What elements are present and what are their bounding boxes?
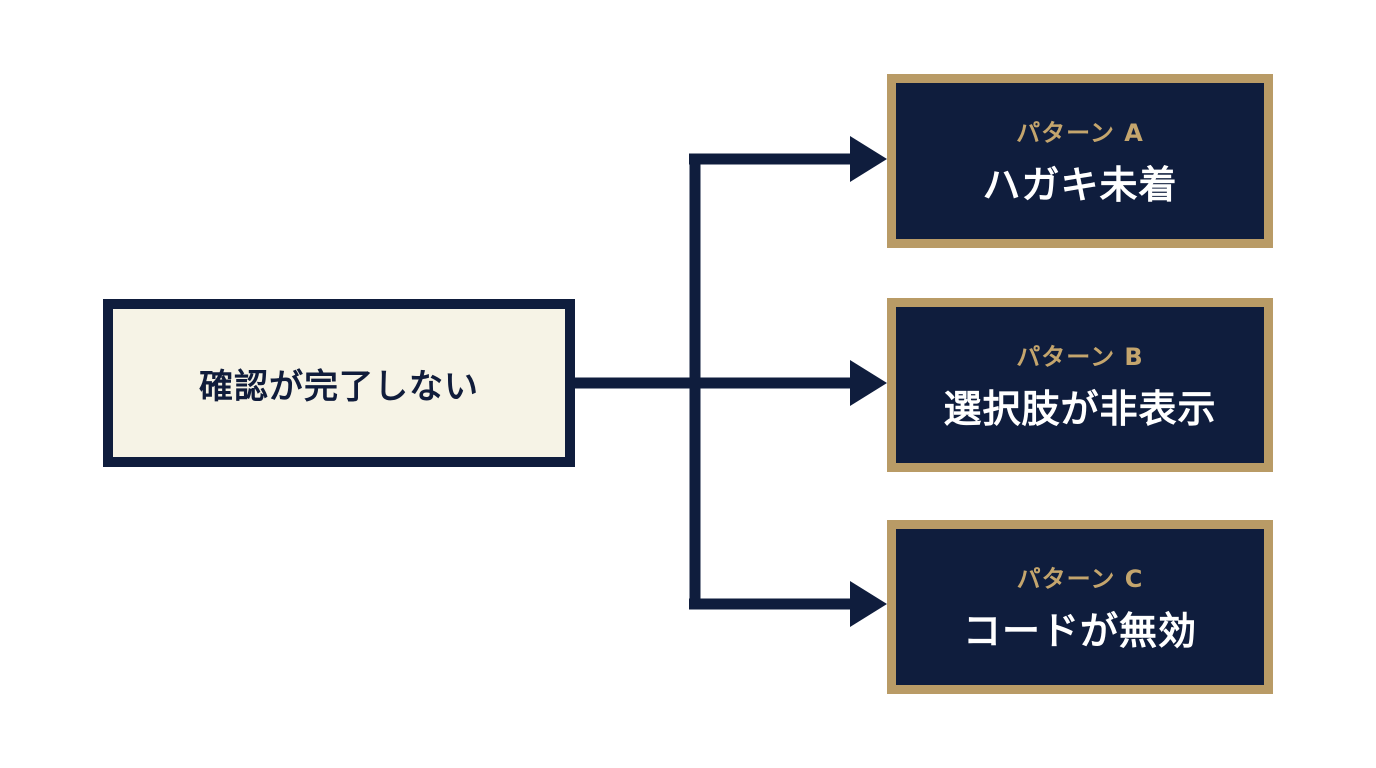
pattern-text-c: コードが無効 (962, 609, 1197, 653)
pattern-box-b: パターン B 選択肢が非表示 (887, 298, 1273, 472)
pattern-text-a: ハガキ未着 (982, 163, 1178, 207)
pattern-box-a: パターン A ハガキ未着 (887, 74, 1273, 248)
arrowhead-b (850, 360, 887, 406)
arrowhead-a (850, 136, 887, 182)
pattern-tag-b: パターン B (1016, 343, 1144, 371)
source-label: 確認が完了しない (199, 366, 479, 407)
source-box: 確認が完了しない (103, 299, 575, 467)
pattern-text-b: 選択肢が非表示 (943, 387, 1217, 431)
pattern-tag-a: パターン A (1016, 119, 1144, 147)
arrowhead-c (850, 581, 887, 627)
pattern-box-c: パターン C コードが無効 (887, 520, 1273, 694)
pattern-tag-c: パターン C (1016, 565, 1144, 593)
